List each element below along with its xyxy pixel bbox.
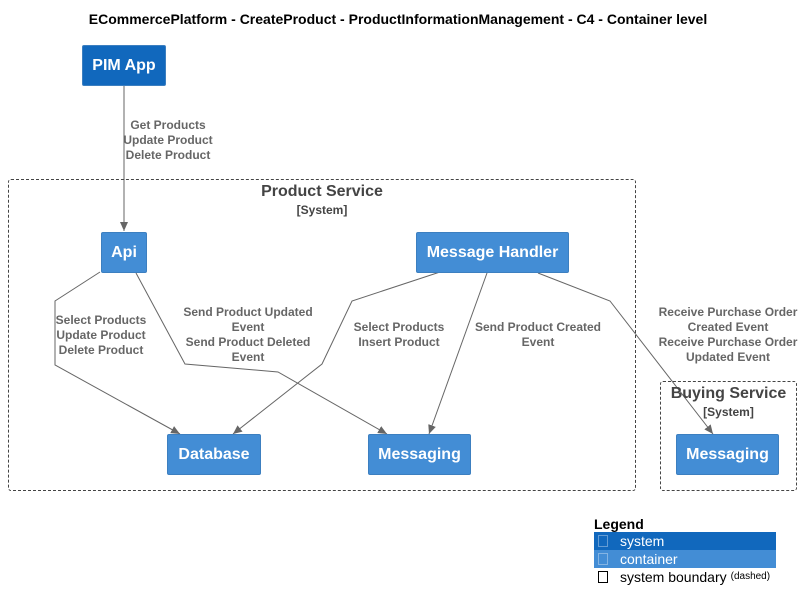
arrow-handler-to-messaging: [428, 272, 488, 435]
legend-container-label: container: [620, 551, 678, 567]
label-pim-to-api: Get Products Update Product Delete Produ…: [123, 118, 213, 162]
legend-boundary-label: system boundary: [620, 569, 727, 585]
legend-item-system: system: [594, 532, 776, 550]
diagram-title: ECommercePlatform - CreateProduct - Prod…: [88, 11, 708, 27]
buying-messaging-node[interactable]: Messaging: [676, 434, 779, 475]
arrow-handler-to-database: [232, 271, 441, 435]
legend-item-boundary: system boundary (dashed): [594, 568, 776, 586]
buying-service-boundary: Buying Service [System]: [660, 381, 797, 491]
buying-service-boundary-type: [System]: [703, 405, 754, 419]
legend-title: Legend: [594, 516, 644, 532]
legend-container-swatch-icon: [598, 553, 608, 565]
arrow-handler-to-buying-messaging: [537, 272, 714, 435]
legend-system-label: system: [620, 533, 665, 549]
label-handler-to-database: Select Products Insert Product: [353, 320, 445, 349]
label-handler-to-messaging: Send Product Created Event: [474, 320, 602, 349]
arrow-api-to-messaging: [135, 272, 388, 435]
legend-boundary-swatch-icon: [598, 571, 608, 583]
product-service-boundary: Product Service [System]: [8, 179, 636, 491]
legend-boundary-note: (dashed): [730, 571, 771, 582]
product-service-boundary-name: Product Service: [261, 183, 383, 200]
legend-item-container: container: [594, 550, 776, 568]
database-node[interactable]: Database: [167, 434, 261, 475]
product-service-boundary-type: [System]: [296, 203, 348, 217]
arrow-api-to-database: [54, 271, 181, 435]
label-api-to-database: Select Products Update Product Delete Pr…: [55, 313, 147, 357]
pim-app-node[interactable]: PIM App: [82, 45, 166, 86]
legend: Legend system container system boundary …: [594, 516, 776, 586]
buying-service-boundary-name: Buying Service: [670, 385, 787, 402]
label-handler-to-buying-messaging: Receive Purchase Order Created Event Rec…: [658, 305, 798, 364]
api-node[interactable]: Api: [101, 232, 147, 273]
message-handler-node[interactable]: Message Handler: [416, 232, 569, 273]
label-api-to-messaging: Send Product Updated Event Send Product …: [183, 305, 313, 364]
product-messaging-node[interactable]: Messaging: [368, 434, 471, 475]
legend-system-swatch-icon: [598, 535, 608, 547]
